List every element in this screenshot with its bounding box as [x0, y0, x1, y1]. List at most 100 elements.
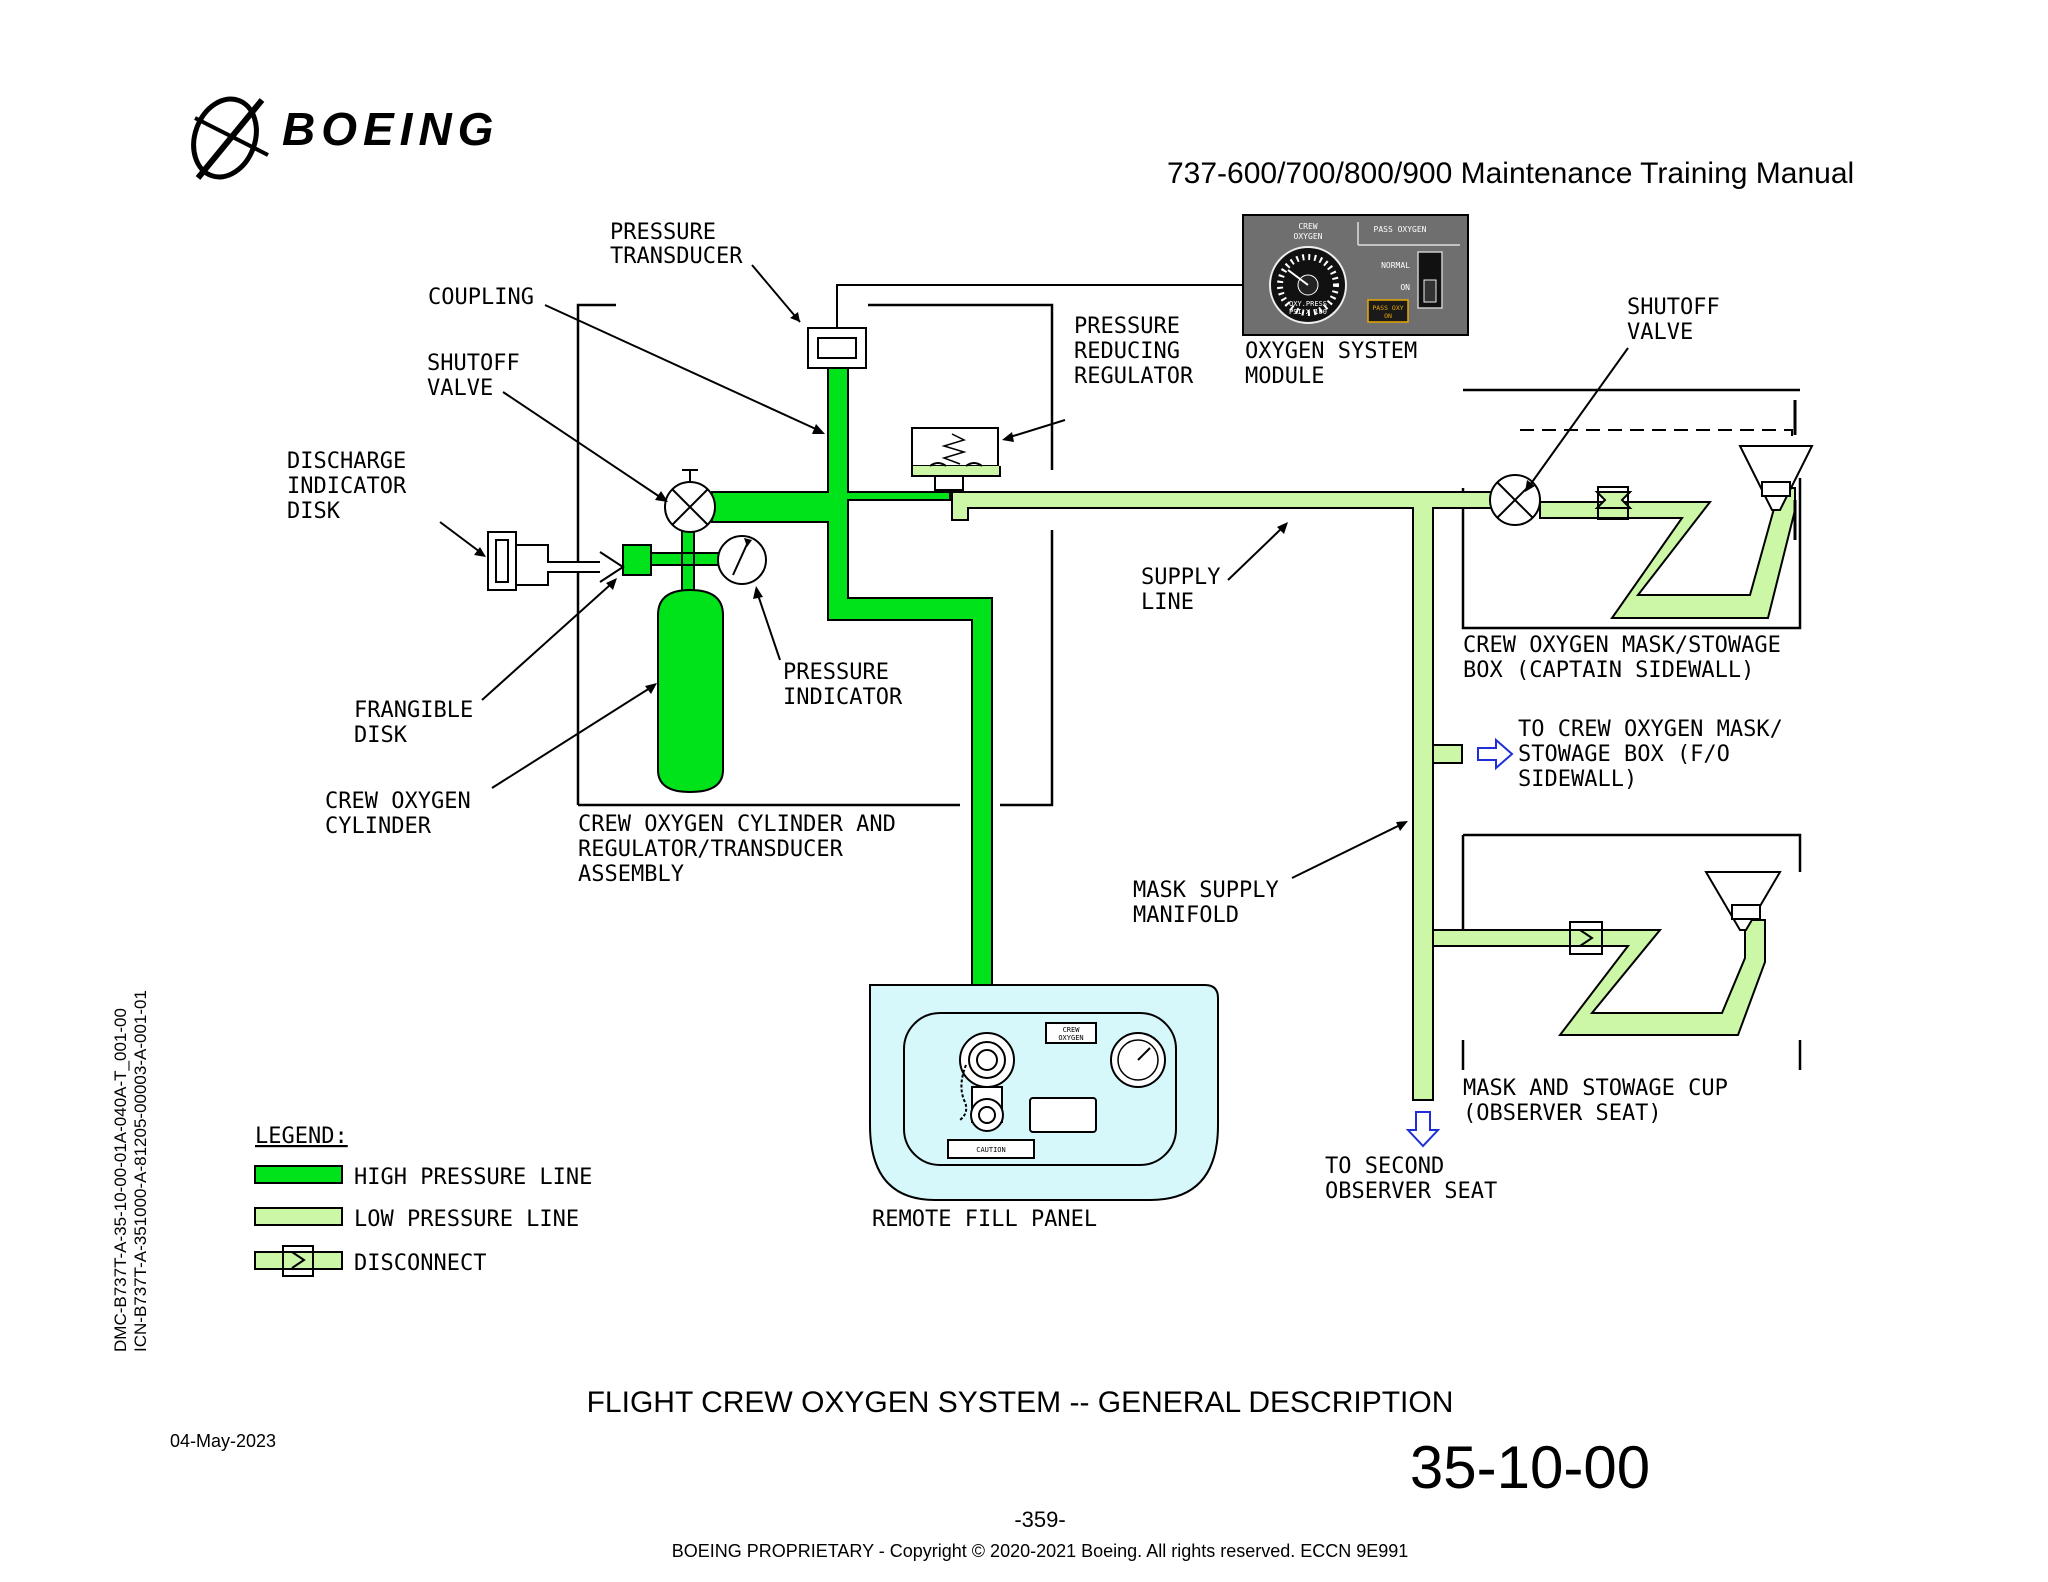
annunciator-line-2: ON — [1384, 312, 1392, 320]
boeing-logo: BOEING — [191, 96, 499, 180]
observer-mask-cone — [1704, 871, 1782, 931]
icn-code: ICN-B737T-A-351000-A-81205-00003-A-001-0… — [131, 990, 150, 1352]
label-regulator-1: PRESSURE — [1074, 314, 1180, 339]
observer-cup-box — [1461, 833, 1802, 1070]
label-frangible-1: FRANGIBLE — [354, 698, 473, 723]
label-coupling: COUPLING — [428, 285, 534, 310]
caution-text: CAUTION — [976, 1146, 1006, 1154]
label-assembly-3: ASSEMBLY — [578, 862, 684, 887]
captain-disconnect-frame — [1597, 486, 1629, 520]
component-labels: PRESSURE TRANSDUCER COUPLING SHUTOFF VAL… — [287, 220, 1783, 1232]
figure-title: FLIGHT CREW OXYGEN SYSTEM -- GENERAL DES… — [587, 1386, 1454, 1419]
legend-swatch-low — [254, 1207, 343, 1226]
label-manifold-1: MASK SUPPLY — [1133, 878, 1279, 903]
leader-lines — [439, 264, 1629, 879]
label-cylinder-1: CREW OXYGEN — [325, 789, 471, 814]
legend-swatch-disconnect — [254, 1245, 343, 1277]
copyright: BOEING PROPRIETARY - Copyright © 2020-20… — [672, 1541, 1409, 1561]
gauge-label-1: CREW — [1298, 222, 1317, 231]
switch-title: PASS OXYGEN — [1374, 225, 1427, 234]
fill-port[interactable] — [970, 1098, 1004, 1132]
manual-title: 737-600/700/800/900 Maintenance Training… — [1167, 157, 1854, 190]
brand-text: BOEING — [282, 103, 499, 155]
label-shutoff-valve-right-2: VALVE — [1627, 320, 1693, 345]
fill-panel-placard — [1045, 1022, 1097, 1044]
pass-oxy-on-annunciator — [1367, 299, 1409, 323]
label-pressure-indicator-1: PRESSURE — [783, 660, 889, 685]
label-supply-line-2: LINE — [1141, 590, 1194, 615]
side-codes: DMC-B737T-A-35-10-00-01A-040A-T_001-00 I… — [111, 990, 150, 1352]
section-number: 35-10-00 — [1410, 1434, 1650, 1501]
label-assembly-2: REGULATOR/TRANSDUCER — [578, 837, 844, 862]
switch-on: ON — [1400, 283, 1410, 292]
label-observer-cup-1: MASK AND STOWAGE CUP — [1463, 1076, 1728, 1101]
assembly-box-right — [868, 303, 1054, 470]
label-second-observer-2: OBSERVER SEAT — [1325, 1179, 1497, 1204]
gauge-label-2: OXYGEN — [1294, 232, 1323, 241]
label-module-1: OXYGEN SYSTEM — [1245, 339, 1417, 364]
label-captain-box-1: CREW OXYGEN MASK/STOWAGE — [1463, 633, 1781, 658]
legend-label-low: LOW PRESSURE LINE — [354, 1207, 579, 1232]
switch-normal: NORMAL — [1381, 261, 1410, 270]
captain-valve-linkage — [1520, 429, 1793, 444]
pressure-indicator — [717, 535, 767, 585]
placard-line-1: CREW — [1063, 1026, 1081, 1034]
label-discharge-1: DISCHARGE — [287, 449, 406, 474]
assembly-box-left — [576, 303, 616, 805]
label-regulator-2: REDUCING — [1074, 339, 1180, 364]
label-discharge-3: DISK — [287, 499, 341, 524]
second-observer-flow-arrow — [1405, 1111, 1441, 1148]
legend-swatch-high — [254, 1165, 343, 1184]
crew-oxygen-cylinder — [657, 588, 724, 794]
label-frangible-2: DISK — [354, 723, 408, 748]
label-remote-fill-panel: REMOTE FILL PANEL — [872, 1207, 1097, 1232]
label-discharge-2: INDICATOR — [287, 474, 407, 499]
fill-panel-window — [1029, 1097, 1097, 1133]
legend: LEGEND: HIGH PRESSURE LINE LOW PRESSURE … — [254, 1124, 592, 1277]
label-captain-box-2: BOX (CAPTAIN SIDEWALL) — [1463, 658, 1754, 683]
dmc-code: DMC-B737T-A-35-10-00-01A-040A-T_001-00 — [111, 1008, 130, 1352]
assembly-box-bottom — [578, 530, 1054, 807]
transducer-wire — [836, 284, 1253, 328]
label-assembly-1: CREW OXYGEN CYLINDER AND — [578, 812, 896, 837]
page-number: -359- — [1014, 1507, 1065, 1532]
label-fo-box-3: SIDEWALL) — [1518, 767, 1637, 792]
label-cylinder-2: CYLINDER — [325, 814, 432, 839]
label-manifold-2: MANIFOLD — [1133, 903, 1239, 928]
caution-placard — [947, 1139, 1035, 1159]
label-second-observer-1: TO SECOND — [1325, 1154, 1444, 1179]
annunciator-line-1: PASS OXY — [1372, 304, 1403, 312]
legend-label-high: HIGH PRESSURE LINE — [354, 1165, 592, 1190]
gauge-sub-1: OXY.PRESS — [1289, 300, 1327, 308]
fo-flow-arrow — [1477, 737, 1514, 771]
footer-date: 04-May-2023 — [170, 1431, 276, 1451]
observer-disconnect-chevron — [1579, 929, 1594, 947]
label-pressure-transducer-2: TRANSDUCER — [610, 244, 743, 269]
label-pressure-transducer-1: PRESSURE — [610, 220, 716, 245]
hp-tee-cross — [650, 530, 726, 596]
captain-stowage-box — [1461, 388, 1802, 630]
captain-disconnect — [1594, 491, 1633, 509]
label-observer-cup-2: (OBSERVER SEAT) — [1463, 1101, 1662, 1126]
pressure-transducer — [807, 327, 867, 369]
placard-line-2: OXYGEN — [1058, 1034, 1083, 1042]
captain-mask-regulator — [1761, 481, 1791, 497]
gauge-sub-2: PSI X 100 — [1289, 308, 1327, 316]
label-pressure-indicator-2: INDICATOR — [783, 685, 903, 710]
hp-tee-block — [622, 544, 652, 576]
label-fo-box-1: TO CREW OXYGEN MASK/ — [1518, 717, 1783, 742]
cylinder-shutoff-valve — [664, 469, 716, 533]
captain-hose — [1539, 487, 1796, 619]
label-supply-line-1: SUPPLY — [1141, 565, 1220, 590]
legend-title: LEGEND: — [255, 1124, 348, 1149]
label-module-2: MODULE — [1245, 364, 1324, 389]
observer-disconnect — [1569, 921, 1603, 955]
legend-label-disconnect: DISCONNECT — [354, 1251, 486, 1276]
label-shutoff-valve-left-2: VALVE — [427, 376, 493, 401]
label-shutoff-valve-left-1: SHUTOFF — [427, 351, 520, 376]
pressure-reducing-regulator — [911, 427, 1001, 491]
fo-branch — [1432, 744, 1463, 764]
label-regulator-3: REGULATOR — [1074, 364, 1194, 389]
pass-oxygen-switch[interactable] — [1423, 279, 1437, 303]
